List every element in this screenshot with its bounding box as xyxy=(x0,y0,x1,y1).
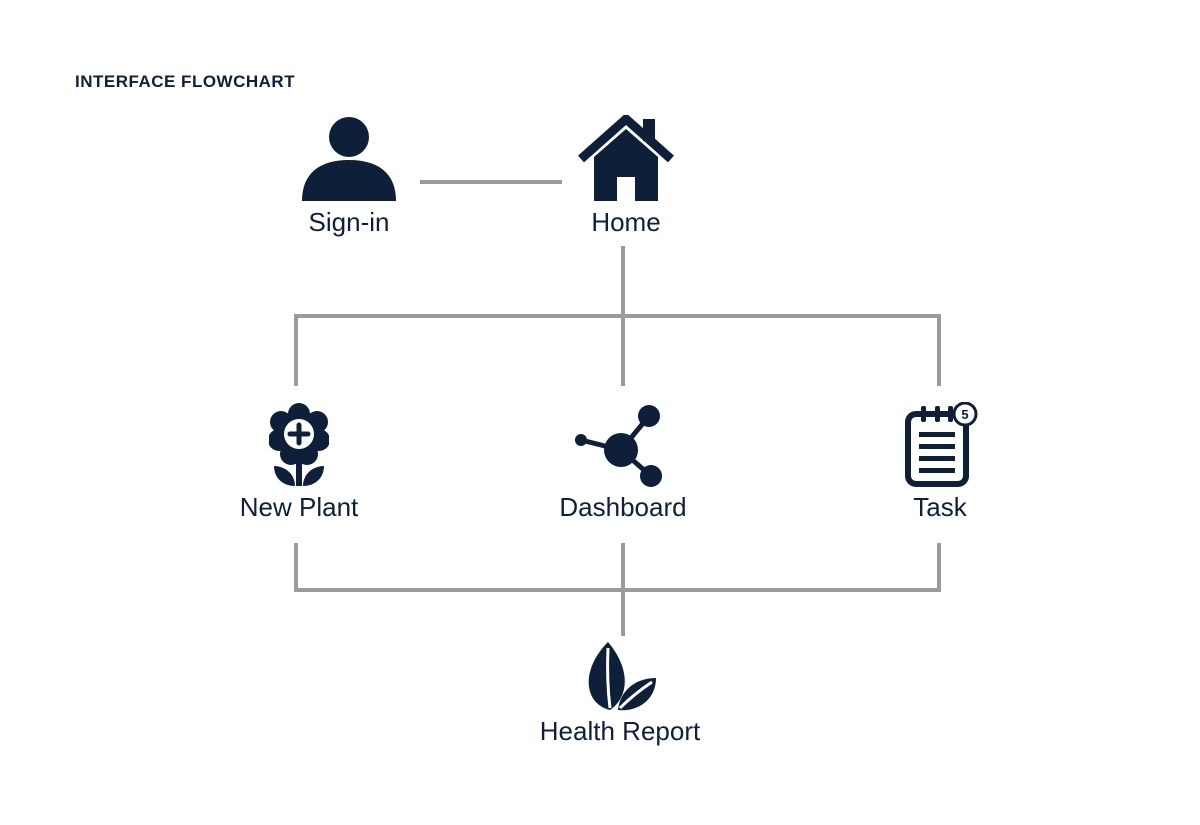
flower-add-icon xyxy=(269,403,329,486)
node-new-plant: New Plant xyxy=(189,402,409,523)
connector-branch-bottom xyxy=(294,543,941,592)
node-label: Health Report xyxy=(539,716,701,746)
node-health-report: Health Report xyxy=(510,640,730,747)
notepad-icon: 5 xyxy=(905,402,978,487)
node-dashboard: Dashboard xyxy=(513,402,733,523)
node-label: New Plant xyxy=(239,492,359,522)
node-task: 5 Task xyxy=(830,402,1050,523)
task-badge: 5 xyxy=(961,407,968,422)
leaves-icon xyxy=(588,642,656,711)
node-label: Sign-in xyxy=(308,207,390,237)
node-label: Home xyxy=(591,207,661,237)
diagram-title: INTERFACE FLOWCHART xyxy=(75,72,296,91)
node-signin: Sign-in xyxy=(239,115,459,238)
node-label: Task xyxy=(913,492,967,522)
house-icon xyxy=(578,115,674,201)
badge-circle xyxy=(952,402,978,427)
network-icon xyxy=(575,405,662,487)
connector-branch-top xyxy=(294,314,941,386)
person-icon xyxy=(302,117,396,201)
node-label: Dashboard xyxy=(559,492,687,522)
node-home: Home xyxy=(516,115,736,238)
